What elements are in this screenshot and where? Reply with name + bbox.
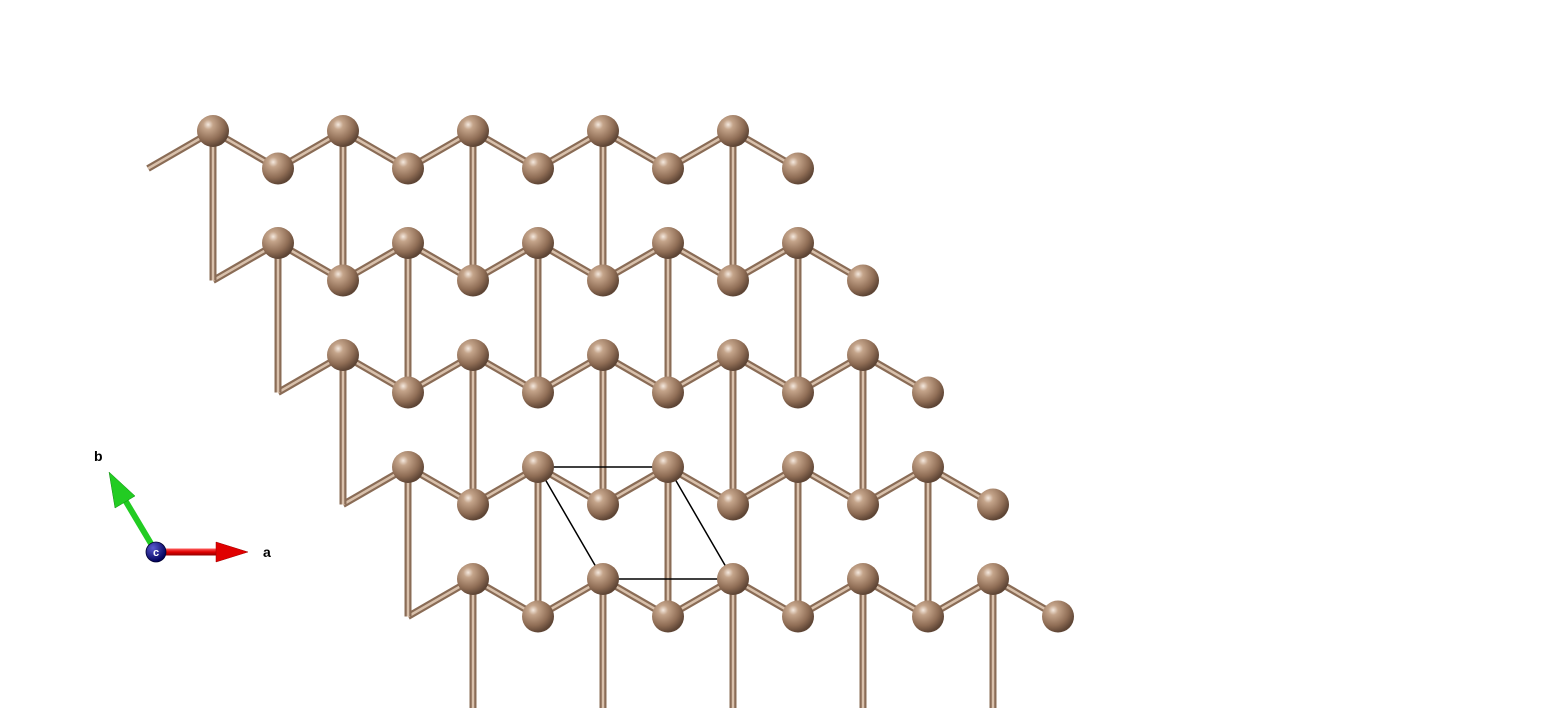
carbon-atom[interactable] (652, 227, 684, 259)
carbon-atom[interactable] (262, 227, 294, 259)
carbon-atom[interactable] (327, 115, 359, 147)
carbon-atom[interactable] (912, 376, 944, 409)
carbon-atom[interactable] (392, 152, 424, 185)
a-axis-label: a (263, 544, 271, 560)
carbon-atom[interactable] (262, 152, 294, 185)
carbon-atom[interactable] (782, 451, 814, 483)
b-axis-arrow (108, 471, 159, 554)
carbon-atom[interactable] (457, 115, 489, 147)
carbon-atom[interactable] (717, 115, 749, 147)
c-axis-marker (145, 541, 167, 563)
carbon-atom[interactable] (392, 451, 424, 483)
carbon-atom[interactable] (977, 488, 1009, 521)
carbon-atom[interactable] (912, 451, 944, 483)
c-axis-label: c (153, 547, 159, 559)
carbon-atom[interactable] (327, 264, 359, 297)
carbon-atom[interactable] (587, 264, 619, 297)
carbon-atom[interactable] (392, 376, 424, 409)
carbon-atom[interactable] (977, 563, 1009, 595)
carbon-atom[interactable] (457, 339, 489, 371)
carbon-atom[interactable] (652, 451, 684, 483)
carbon-atom[interactable] (782, 600, 814, 633)
carbon-atom[interactable] (847, 339, 879, 371)
carbon-atom[interactable] (717, 488, 749, 521)
carbon-atom[interactable] (457, 488, 489, 521)
carbon-atom[interactable] (457, 563, 489, 595)
carbon-atom[interactable] (587, 339, 619, 371)
carbon-atom[interactable] (587, 488, 619, 521)
carbon-atom[interactable] (652, 376, 684, 409)
carbon-atom[interactable] (522, 451, 554, 483)
carbon-atom[interactable] (652, 152, 684, 185)
carbon-atom[interactable] (717, 264, 749, 297)
carbon-atom[interactable] (327, 339, 359, 371)
carbon-atom[interactable] (782, 227, 814, 259)
carbon-atom[interactable] (912, 600, 944, 633)
atom-layer (197, 115, 1074, 633)
carbon-atom[interactable] (197, 115, 229, 147)
carbon-atom[interactable] (847, 563, 879, 595)
carbon-atom[interactable] (522, 152, 554, 185)
carbon-atom[interactable] (652, 600, 684, 633)
carbon-atom[interactable] (782, 152, 814, 185)
carbon-atom[interactable] (717, 563, 749, 595)
carbon-atom[interactable] (587, 563, 619, 595)
carbon-atom[interactable] (457, 264, 489, 297)
b-axis-label: b (94, 448, 103, 464)
a-axis-arrow (156, 541, 249, 563)
carbon-atom[interactable] (717, 339, 749, 371)
carbon-atom[interactable] (782, 376, 814, 409)
carbon-atom[interactable] (1042, 600, 1074, 633)
carbon-atom[interactable] (847, 488, 879, 521)
carbon-atom[interactable] (847, 264, 879, 297)
carbon-atom[interactable] (522, 376, 554, 409)
carbon-atom[interactable] (522, 600, 554, 633)
carbon-atom[interactable] (522, 227, 554, 259)
carbon-atom[interactable] (587, 115, 619, 147)
carbon-atom[interactable] (392, 227, 424, 259)
axis-triad: c a b (94, 448, 271, 563)
